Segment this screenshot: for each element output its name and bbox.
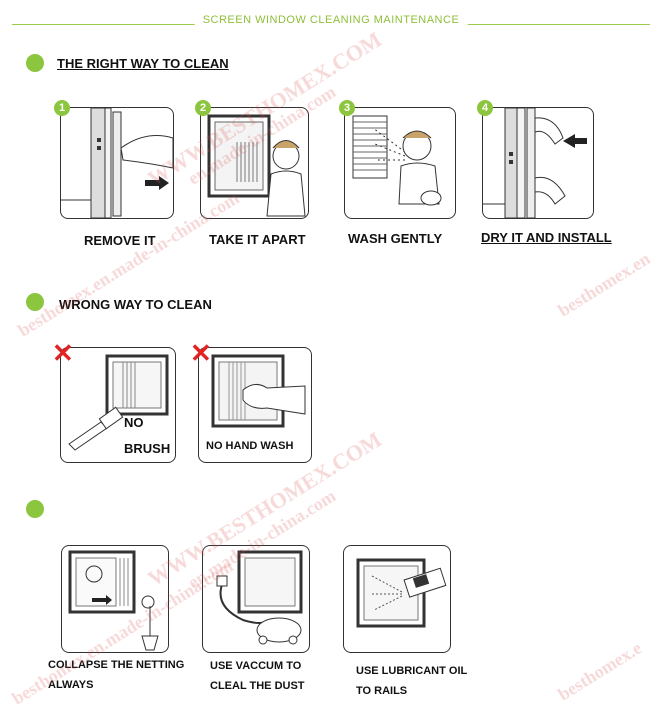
- page-title: SCREEN WINDOW CLEANING MAINTENANCE: [194, 14, 468, 26]
- no-brush-label-line1: NO: [124, 415, 144, 430]
- no-hand-wash-panel: [198, 347, 312, 463]
- step-caption-remove: REMOVE IT: [84, 233, 156, 248]
- vacuum-panel: [202, 545, 310, 653]
- step-number-3: 3: [339, 100, 355, 116]
- lubricant-caption-line2: TO RAILS: [356, 685, 408, 697]
- lubricant-caption-line1: USE LUBRICANT OIL: [356, 665, 468, 677]
- step-caption-install: DRY IT AND INSTALL: [481, 230, 612, 245]
- wash-illustration: [352, 115, 442, 206]
- lubricant-panel: [343, 545, 451, 653]
- section-bullet: [26, 293, 44, 311]
- step-caption-wash: WASH GENTLY: [348, 231, 443, 246]
- right-way-title: THE RIGHT WAY TO CLEAN: [57, 56, 229, 71]
- vacuum-caption-line2: CLEAL THE DUST: [210, 680, 305, 692]
- step-remove-panel: [60, 107, 174, 219]
- vacuum-illustration: [216, 550, 303, 645]
- cross-icon: ✕: [52, 338, 74, 368]
- lubricant-illustration: [356, 558, 447, 628]
- step-wash-panel: [344, 107, 456, 219]
- vacuum-caption-line1: USE VACCUM TO: [210, 660, 302, 672]
- collapse-caption-line2: ALWAYS: [48, 679, 94, 691]
- no-brush-label-line2: BRUSH: [124, 441, 171, 456]
- collapse-illustration: [68, 550, 159, 651]
- step-number-1: 1: [54, 100, 70, 116]
- collapse-netting-panel: [61, 545, 169, 653]
- watermark-text: besthomex.en: [554, 248, 654, 321]
- page-header: SCREEN WINDOW CLEANING MAINTENANCE: [0, 10, 662, 40]
- collapse-caption-line1: COLLAPSE THE NETTING: [48, 659, 185, 671]
- watermark-text: besthomex.e: [554, 637, 646, 705]
- section-bullet: [26, 54, 44, 72]
- step-number-4: 4: [477, 100, 493, 116]
- section-bullet: [26, 500, 44, 518]
- remove-illustration: [61, 108, 173, 218]
- no-hand-wash-label: NO HAND WASH: [206, 440, 294, 452]
- brush-illustration: [68, 354, 169, 451]
- hand-wash-illustration: [211, 354, 306, 428]
- apart-illustration: [207, 114, 306, 217]
- no-brush-panel: [60, 347, 176, 463]
- wrong-way-title: WRONG WAY TO CLEAN: [59, 297, 212, 312]
- install-illustration: [483, 108, 587, 218]
- cross-icon: ✕: [190, 338, 212, 368]
- step-number-2: 2: [195, 100, 211, 116]
- step-caption-apart: TAKE IT APART: [209, 232, 306, 247]
- step-install-panel: [482, 107, 594, 219]
- step-apart-panel: [200, 107, 309, 219]
